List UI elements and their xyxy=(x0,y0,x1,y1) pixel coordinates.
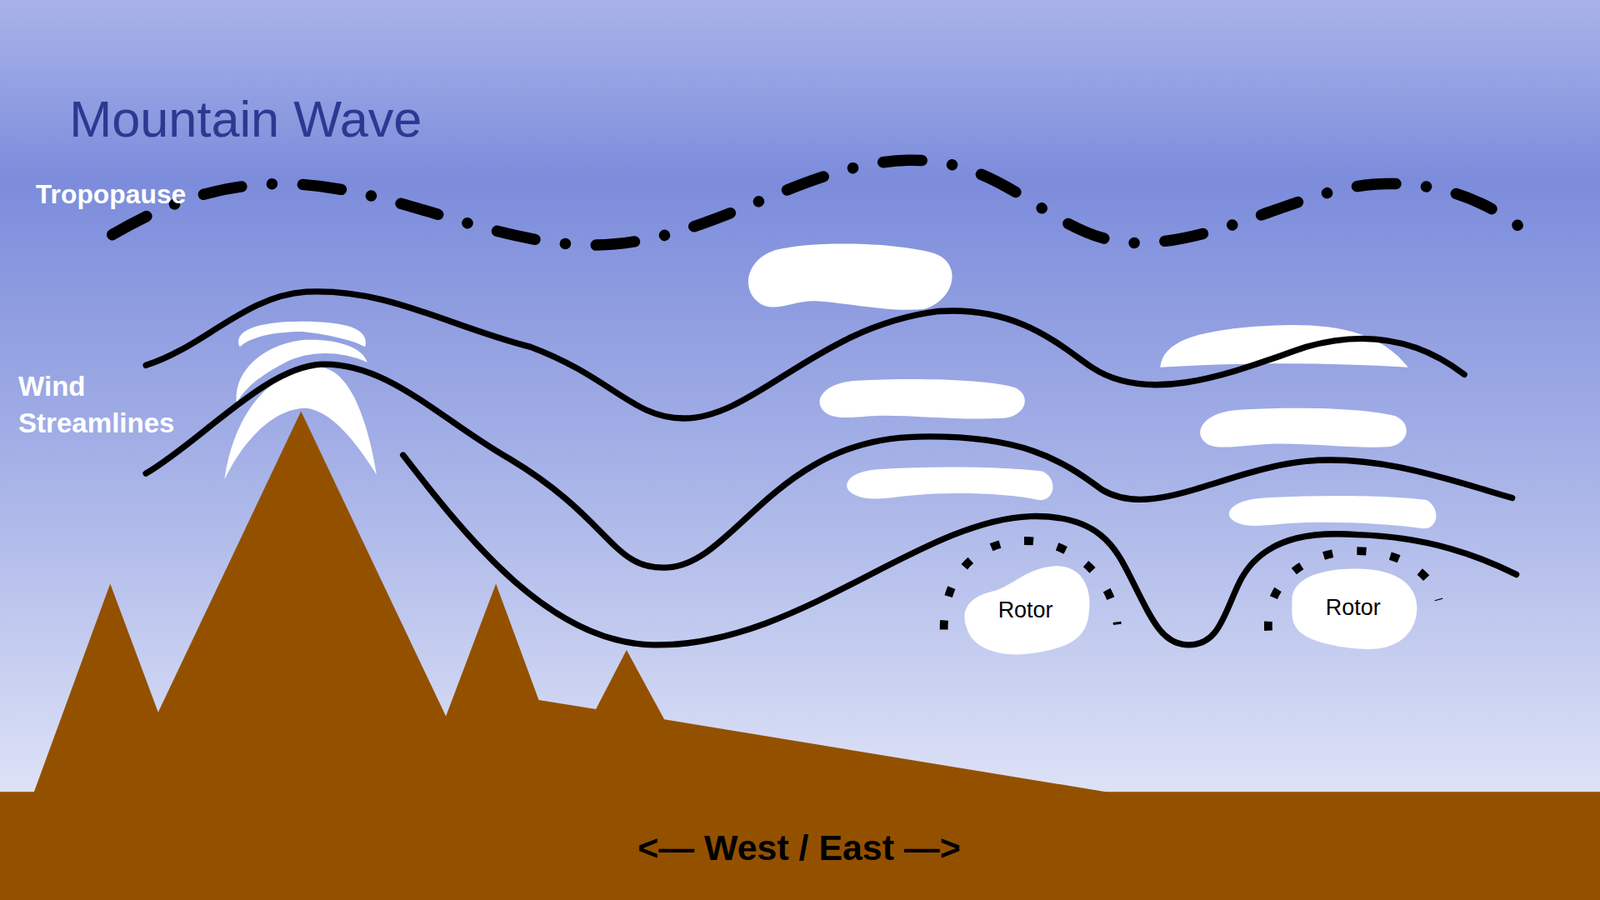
streamlines-label: Wind Streamlines xyxy=(18,369,202,442)
lenticular-cloud xyxy=(748,243,953,310)
cloud-outline xyxy=(1291,569,1417,650)
cap-cloud xyxy=(224,367,376,480)
rotor-label: Rotor xyxy=(998,596,1054,624)
lenticular-cloud xyxy=(1229,495,1437,529)
tropopause-line xyxy=(112,160,1524,245)
direction-label: <— West / East —> xyxy=(637,827,960,869)
rotor-cloud: Rotor xyxy=(1286,566,1420,650)
ground xyxy=(0,791,1600,900)
rotor-cloud: Rotor xyxy=(959,563,1092,658)
mountain-range xyxy=(33,410,1112,793)
diagram-title: Mountain Wave xyxy=(69,90,422,150)
lenticular-cloud xyxy=(1200,408,1407,448)
streamline xyxy=(403,455,1517,645)
tropopause-label: Tropopause xyxy=(35,178,186,210)
clouds xyxy=(224,243,1436,529)
streamline xyxy=(145,291,1465,419)
cloud-outline xyxy=(964,565,1090,655)
lenticular-cloud xyxy=(846,467,1053,501)
rotor-label: Rotor xyxy=(1325,595,1381,622)
lenticular-cloud xyxy=(820,379,1025,419)
lenticular-cloud xyxy=(1160,325,1409,368)
